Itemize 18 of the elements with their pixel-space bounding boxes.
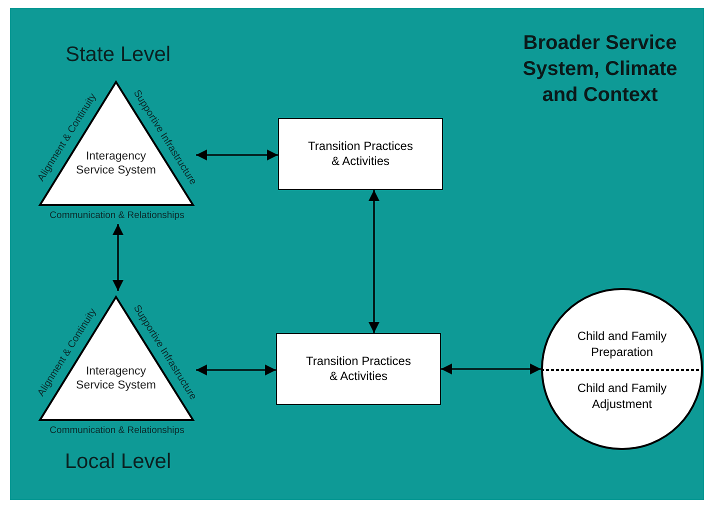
- level-heading: State Level: [65, 43, 171, 67]
- node-text: Child and Family Preparation: [576, 328, 668, 360]
- diagram-title: Broader Service System, Climate and Context: [522, 31, 678, 108]
- level-heading: Local Level: [64, 450, 172, 474]
- side-label: Communication & Relationships: [50, 210, 184, 222]
- process-box: [278, 118, 443, 190]
- node-text: Interagency Service System: [76, 364, 156, 394]
- arrow: [368, 190, 380, 333]
- arrow: [441, 363, 541, 375]
- node-text: Interagency Service System: [76, 150, 156, 178]
- node-text: Transition Practices & Activities: [307, 139, 414, 169]
- node-text: Child and Family Adjustment: [576, 380, 668, 412]
- arrow: [196, 149, 278, 161]
- arrow: [112, 224, 124, 291]
- arrow: [196, 364, 276, 376]
- node-text: Transition Practices & Activities: [305, 354, 412, 384]
- process-box: [276, 333, 441, 405]
- side-label: Communication & Relationships: [50, 425, 184, 437]
